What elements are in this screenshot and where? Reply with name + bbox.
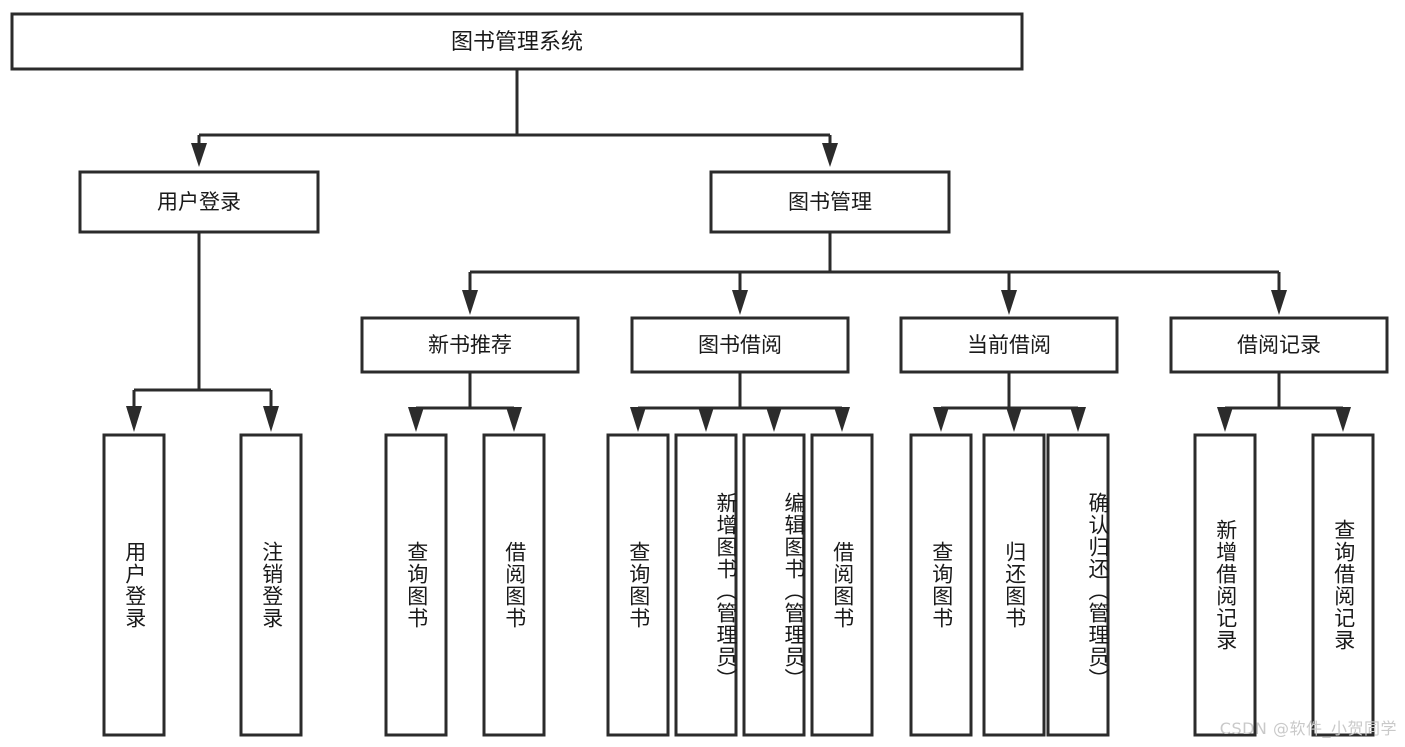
leaf-box-return-book[interactable] xyxy=(982,433,1046,737)
connector-book-borrow-to-leaves xyxy=(630,372,850,432)
current-borrow-label: 当前借阅 xyxy=(967,333,1051,357)
leaf-box-query-book-1[interactable] xyxy=(384,433,448,737)
arrow-head-leaf-add-record xyxy=(1217,407,1233,432)
arrow-head-new-book-recommend xyxy=(462,290,478,315)
arrow-head-leaf-query-book-3 xyxy=(933,407,949,432)
connector-borrow-record-to-leaves xyxy=(1217,372,1351,432)
node-new-book-recommend[interactable]: 新书推荐 xyxy=(360,316,580,374)
arrow-head-leaf-return-book xyxy=(1006,407,1022,432)
node-user-login[interactable]: 用户登录 xyxy=(78,170,320,234)
connector-new-book-recommend-to-leaves xyxy=(408,372,522,432)
node-borrow-record[interactable]: 借阅记录 xyxy=(1169,316,1389,374)
leaf-box-query-book-3[interactable] xyxy=(909,433,973,737)
arrow-head-leaf-add-book xyxy=(698,407,714,432)
arrow-head-leaf-query-record xyxy=(1335,407,1351,432)
user-login-label: 用户登录 xyxy=(157,190,241,214)
new-book-recommend-box[interactable] xyxy=(360,316,580,374)
arrow-head-book-manage xyxy=(822,143,838,167)
book-manage-label: 图书管理 xyxy=(788,190,872,214)
book-borrow-label: 图书借阅 xyxy=(698,333,782,357)
leaf-box-confirm-return[interactable] xyxy=(1046,433,1110,737)
leaf-box-borrow-book-1[interactable] xyxy=(482,433,546,737)
leaf-box-add-book[interactable] xyxy=(674,433,738,737)
arrow-head-current-borrow xyxy=(1001,290,1017,315)
root-label: 图书管理系统 xyxy=(451,30,583,55)
arrow-head-leaf-query-book-2 xyxy=(630,407,646,432)
node-root[interactable]: 图书管理系统 xyxy=(10,12,1024,71)
leaf-box-logout[interactable] xyxy=(239,433,303,737)
arrow-head-leaf-borrow-book-1 xyxy=(506,407,522,432)
connector-root-to-level1 xyxy=(191,69,838,167)
arrow-head-leaf-query-book-1 xyxy=(408,407,424,432)
arrow-head-leaf-borrow-book-2 xyxy=(834,407,850,432)
arrow-head-leaf-logout xyxy=(263,406,279,432)
arrow-head-borrow-record xyxy=(1271,290,1287,315)
arrow-head-book-borrow xyxy=(732,290,748,315)
leaf-box-user-login[interactable] xyxy=(102,433,166,737)
leaf-box-query-book-2[interactable] xyxy=(606,433,670,737)
arrow-head-leaf-edit-book xyxy=(766,407,782,432)
leaf-box-edit-book[interactable] xyxy=(742,433,806,737)
borrow-record-label: 借阅记录 xyxy=(1237,333,1321,357)
connector-current-borrow-to-leaves xyxy=(933,372,1086,432)
node-book-borrow[interactable]: 图书借阅 xyxy=(630,316,850,374)
arrow-head-user-login xyxy=(191,143,207,167)
leaf-box-add-record[interactable] xyxy=(1193,433,1257,737)
node-book-manage[interactable]: 图书管理 xyxy=(709,170,951,234)
leaf-box-query-record[interactable] xyxy=(1311,433,1375,737)
watermark-text: CSDN @软件_小贺同学 xyxy=(1219,719,1397,738)
user-login-box[interactable] xyxy=(78,170,320,234)
connector-user-login-to-leaves xyxy=(126,232,279,432)
leaf-box-borrow-book-2[interactable] xyxy=(810,433,874,737)
arrow-head-leaf-user-login xyxy=(126,406,142,432)
root-box[interactable] xyxy=(10,12,1024,71)
arrow-head-leaf-confirm-return xyxy=(1070,407,1086,432)
node-current-borrow[interactable]: 当前借阅 xyxy=(899,316,1119,374)
new-book-recommend-label: 新书推荐 xyxy=(428,333,512,357)
leaf-boxes-group xyxy=(102,433,1375,737)
current-borrow-box[interactable] xyxy=(899,316,1119,374)
connector-book-manage-to-level2 xyxy=(462,232,1287,315)
